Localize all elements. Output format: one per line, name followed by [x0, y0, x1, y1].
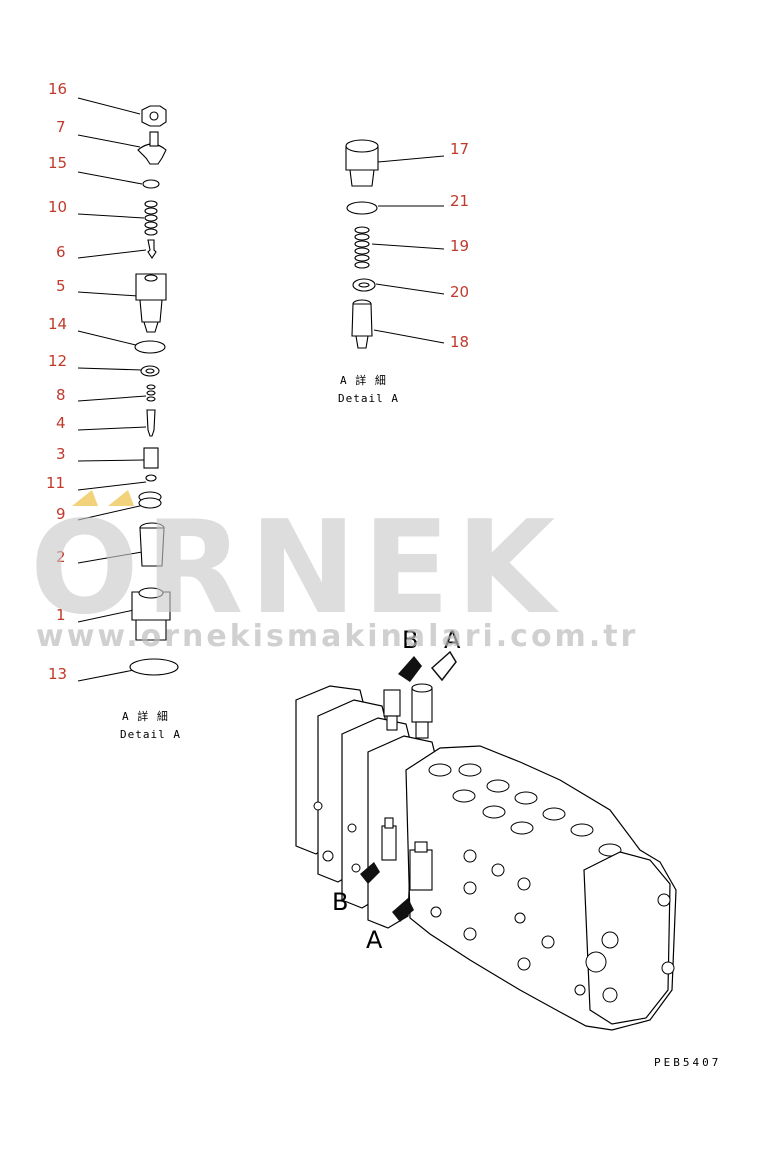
view-label-top-b: B [402, 626, 418, 654]
spring-part-19 [354, 226, 370, 269]
watermark: ORNEK www.ornekismakinalari.com.tr [30, 494, 638, 654]
callout-20: 20 [450, 283, 469, 301]
callout-7: 7 [56, 118, 66, 136]
callout-12: 12 [48, 352, 67, 370]
right-leader-lines [371, 155, 445, 344]
view-label-top-a: A [444, 626, 461, 654]
callout-4: 4 [56, 414, 66, 432]
oring-part-15 [142, 179, 160, 189]
right-callouts: 17 21 19 20 18 [450, 140, 469, 351]
sleeve-part-3 [143, 447, 159, 469]
callout-10: 10 [48, 198, 67, 216]
drawing-code: PEB5407 [654, 1056, 721, 1069]
callout-17: 17 [450, 140, 469, 158]
top-surface-bumps [428, 763, 622, 857]
cap-part-17 [345, 139, 379, 187]
arrow-mid-a [392, 898, 414, 922]
callout-1: 1 [56, 606, 66, 624]
watermark-url: www.ornekismakinalari.com.tr [36, 619, 638, 654]
plug-part-1 [131, 587, 171, 641]
detail-a-en-left: Detail A [120, 728, 181, 741]
side-face-holes [430, 849, 586, 996]
poppet-part-4 [146, 409, 156, 437]
view-label-mid-a: A [366, 926, 383, 954]
callout-9: 9 [56, 505, 66, 523]
left-exploded-parts [129, 105, 179, 676]
callout-14: 14 [48, 315, 67, 333]
mid-valve-b [381, 817, 397, 861]
poppet-part-18 [351, 299, 373, 349]
right-exploded-parts [345, 139, 379, 349]
left-leader-lines [77, 97, 147, 682]
callout-21: 21 [450, 192, 469, 210]
spring-part-8 [146, 384, 156, 402]
body-part-5 [135, 273, 167, 333]
left-callouts: 16 7 15 10 6 5 14 12 8 4 3 11 9 2 1 13 [46, 80, 67, 683]
callout-15: 15 [48, 154, 67, 172]
adjust-screw-part-7 [137, 143, 167, 165]
arrow-top-a [430, 650, 457, 682]
callout-2: 2 [56, 548, 66, 566]
callout-13: 13 [48, 665, 67, 683]
arrow-top-b [398, 656, 422, 682]
detail-a-jp-right: A 詳 細 [340, 373, 387, 387]
detail-a-jp-left: A 詳 細 [122, 709, 169, 723]
callout-19: 19 [450, 237, 469, 255]
watermark-logo-text: ORNEK [30, 494, 561, 643]
callout-6: 6 [56, 243, 66, 261]
valve-assembly [295, 650, 677, 1031]
top-valve-b [383, 689, 401, 731]
mid-valve-a [409, 841, 433, 891]
callout-11: 11 [46, 474, 65, 492]
accent-marks [72, 490, 134, 506]
top-valve-a [411, 683, 433, 739]
ring-part-11 [145, 474, 157, 482]
arrow-mid-b [360, 862, 380, 884]
callout-16: 16 [48, 80, 67, 98]
callout-8: 8 [56, 386, 66, 404]
view-label-mid-b: B [332, 888, 348, 916]
oring-part-14 [134, 340, 166, 354]
callout-5: 5 [56, 277, 66, 295]
callout-3: 3 [56, 445, 66, 463]
sleeve-part-2 [139, 522, 165, 567]
callout-18: 18 [450, 333, 469, 351]
pin-part-6 [147, 239, 157, 259]
oring-part-21 [346, 201, 378, 215]
detail-a-en-right: Detail A [338, 392, 399, 405]
oring-part-13 [129, 658, 179, 676]
spring-part-10 [144, 200, 158, 236]
